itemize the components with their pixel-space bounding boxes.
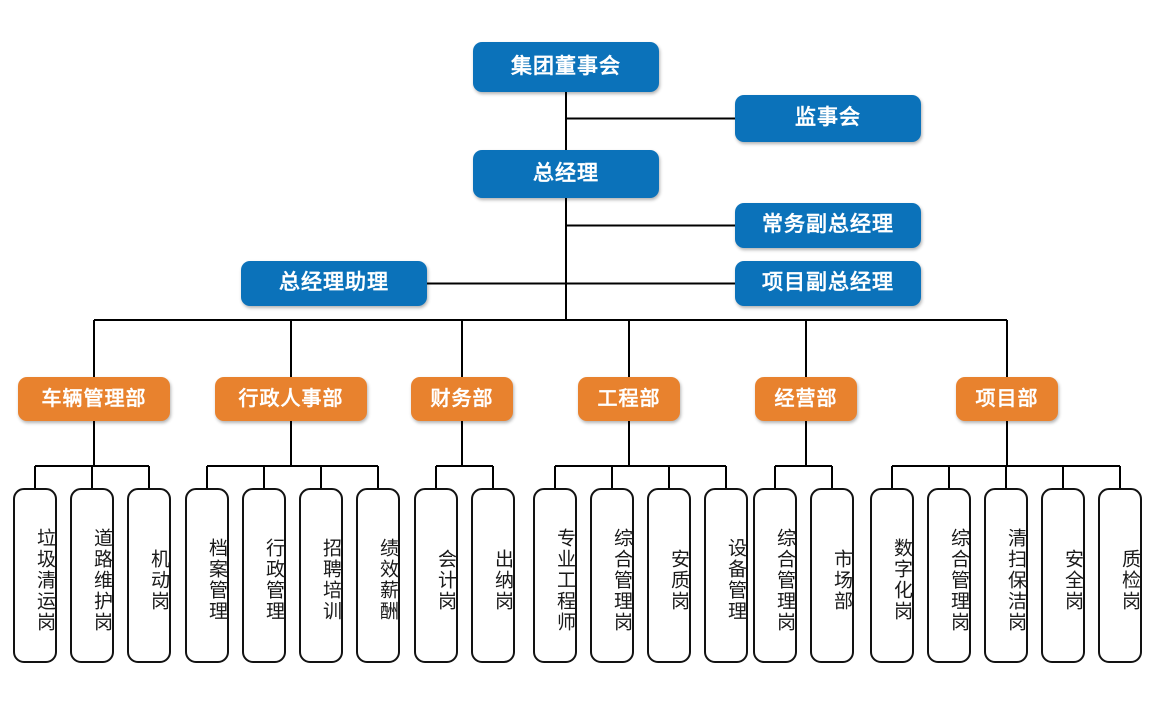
node-market-department[interactable]: 市场部 [810,488,854,663]
node-finance[interactable]: 财务部 [411,377,513,421]
node-accounting[interactable]: 会计岗 [414,488,458,663]
node-operations[interactable]: 经营部 [755,377,857,421]
node-project[interactable]: 项目部 [956,377,1058,421]
node-ops-general-management[interactable]: 综合管理岗 [753,488,797,663]
node-cashier[interactable]: 出纳岗 [471,488,515,663]
node-engineering[interactable]: 工程部 [578,377,680,421]
node-project-vice-gm[interactable]: 项目副总经理 [735,261,921,306]
node-equipment-management[interactable]: 设备管理 [704,488,748,663]
node-mobile-post[interactable]: 机动岗 [127,488,171,663]
node-professional-engineer[interactable]: 专业工程师 [533,488,577,663]
node-supervisory[interactable]: 监事会 [735,95,921,142]
node-digitalization[interactable]: 数字化岗 [870,488,914,663]
node-quality-inspection[interactable]: 质检岗 [1098,488,1142,663]
node-cleaning-sanitation[interactable]: 清扫保洁岗 [984,488,1028,663]
node-board[interactable]: 集团董事会 [473,42,659,92]
node-admin-management[interactable]: 行政管理 [242,488,286,663]
node-exec-vice-gm[interactable]: 常务副总经理 [735,203,921,248]
node-general-manager[interactable]: 总经理 [473,150,659,198]
node-archive-management[interactable]: 档案管理 [185,488,229,663]
node-garbage-transport[interactable]: 垃圾清运岗 [13,488,57,663]
node-safety-quality[interactable]: 安质岗 [647,488,691,663]
node-recruit-training[interactable]: 招聘培训 [299,488,343,663]
node-proj-general-management[interactable]: 综合管理岗 [927,488,971,663]
node-eng-general-management[interactable]: 综合管理岗 [590,488,634,663]
node-gm-assistant[interactable]: 总经理助理 [241,261,427,306]
node-vehicle-management[interactable]: 车辆管理部 [18,377,170,421]
node-performance-pay[interactable]: 绩效薪酬 [356,488,400,663]
node-safety-post[interactable]: 安全岗 [1041,488,1085,663]
node-road-maintenance[interactable]: 道路维护岗 [70,488,114,663]
node-admin-hr[interactable]: 行政人事部 [215,377,367,421]
